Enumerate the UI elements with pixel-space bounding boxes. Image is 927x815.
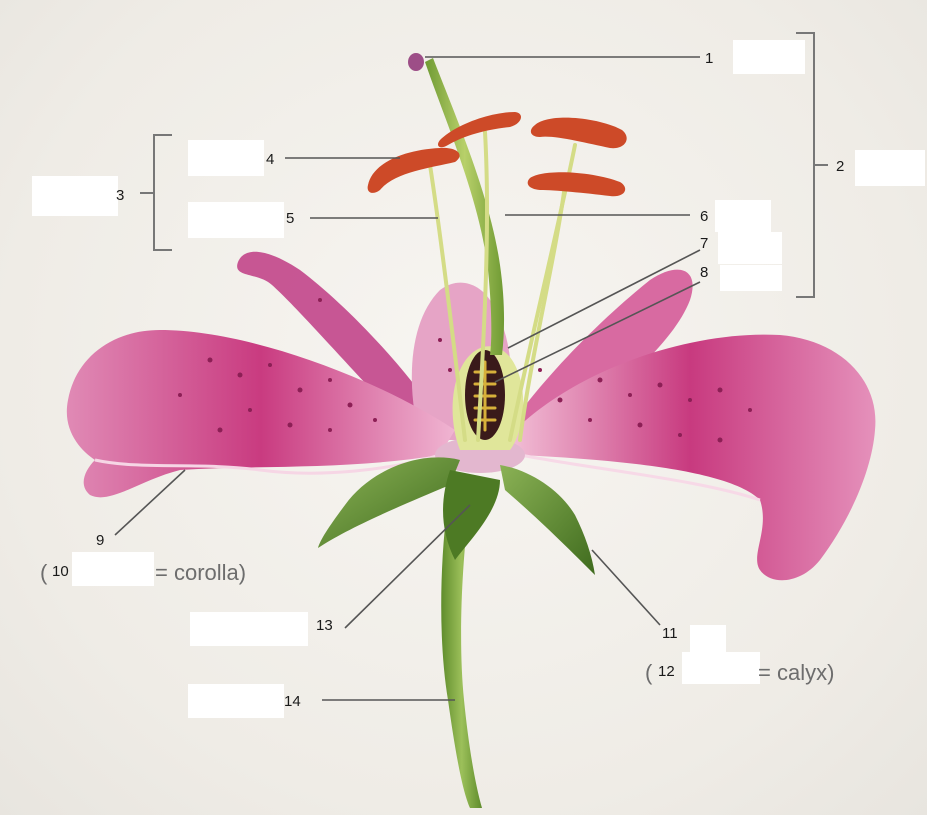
label-2: 2	[836, 158, 844, 175]
label-10: 10	[52, 563, 69, 580]
label-7: 7	[700, 235, 708, 252]
label-4: 4	[266, 151, 274, 168]
sepal-right	[500, 465, 595, 575]
anthers	[368, 112, 627, 196]
label-12: 12	[658, 663, 675, 680]
sepal-center	[443, 470, 500, 560]
calyx-open-paren: (	[645, 660, 653, 685]
label-1: 1	[705, 50, 713, 67]
corolla-caption: = corolla)	[155, 560, 246, 585]
calyx-caption: = calyx)	[758, 660, 834, 685]
label-6: 6	[700, 208, 708, 225]
label-9: 9	[96, 532, 104, 549]
bracket-stamen	[140, 135, 172, 250]
label-5: 5	[286, 210, 294, 227]
stigma	[408, 53, 424, 71]
label-8: 8	[700, 264, 708, 281]
label-11: 11	[662, 625, 678, 642]
label-14: 14	[284, 693, 301, 710]
corolla-open-paren: (	[40, 560, 48, 585]
label-3: 3	[116, 187, 124, 204]
label-13: 13	[316, 617, 333, 634]
